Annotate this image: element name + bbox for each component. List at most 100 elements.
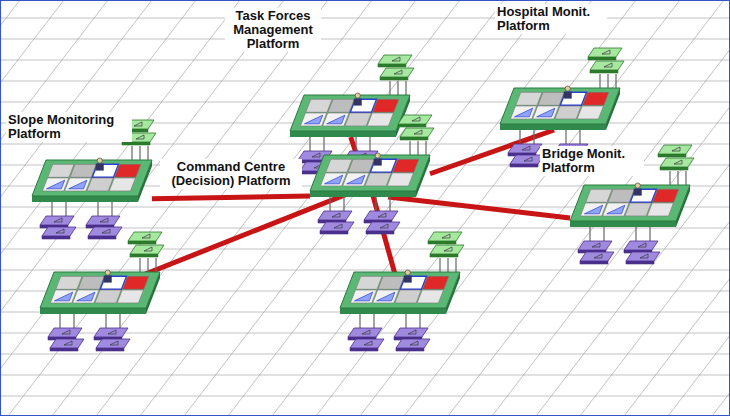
sensor-module (128, 241, 156, 244)
pin (389, 195, 390, 213)
platform-label: Hospital Monit. Platform (495, 4, 607, 34)
platform-slab (310, 155, 430, 191)
cell-triangle (327, 115, 345, 124)
actuator-module (394, 328, 428, 337)
pin (111, 200, 112, 218)
platform-cell (326, 159, 352, 172)
platform-slab-front (290, 131, 396, 137)
platform-cell (577, 106, 603, 119)
sensor-module (658, 154, 686, 157)
platform-cell (647, 203, 673, 216)
link-tube (152, 196, 310, 199)
platform-slab-front (32, 196, 138, 202)
grid-line (272, 0, 592, 416)
pin (309, 135, 310, 153)
pin (419, 312, 420, 330)
cell-triangle (54, 292, 72, 301)
pin (649, 225, 650, 243)
platform-cell (395, 290, 421, 303)
actuator-module (50, 348, 78, 351)
platform-slab-front (340, 308, 446, 314)
platform-cell (95, 290, 121, 303)
platform-node: Hospital Monit. Platform (500, 88, 620, 130)
actuator-module (350, 339, 384, 348)
actuator-module (42, 236, 70, 239)
platform-cell (533, 106, 559, 119)
sensor-module-mark (144, 247, 152, 251)
actuator-module-mark (100, 218, 108, 222)
actuator-module (42, 227, 76, 236)
sensor-module (660, 158, 694, 167)
sensor-module-mark (136, 135, 144, 139)
pin (375, 195, 376, 213)
platform-cell (625, 203, 651, 216)
platform-cell (630, 189, 656, 202)
sensor-module-mark (674, 160, 682, 164)
platform-cell (65, 178, 91, 191)
actuator-module (626, 261, 654, 264)
actuator-module-mark (594, 254, 602, 258)
actuator-module (508, 144, 542, 153)
platform-cell (387, 173, 413, 186)
sensor-module (590, 70, 618, 73)
grid-line (0, 0, 108, 416)
grid-line (0, 0, 20, 416)
cell-triangle (584, 205, 602, 214)
grid-line (492, 0, 730, 416)
sensor-module (380, 68, 414, 77)
sensor-module (380, 77, 408, 80)
platform-node: Bridge Monit. Platform (570, 185, 690, 227)
grid-line (0, 0, 240, 416)
operator-figure (405, 270, 410, 275)
platform-slab-front (310, 191, 416, 197)
platform-cell (323, 113, 349, 126)
cell-triangle (607, 205, 625, 214)
sensor-module-mark (142, 234, 150, 238)
operator-figure (375, 153, 380, 158)
platform-cell (50, 290, 76, 303)
platform-cell (56, 276, 82, 289)
platform-cell (42, 178, 68, 191)
platform-cell (603, 203, 629, 216)
grid-line (52, 0, 372, 416)
actuator-module-mark (524, 157, 532, 161)
grid-line (0, 60, 730, 61)
grid-line (580, 0, 730, 416)
actuator-module (510, 155, 544, 164)
pin (369, 135, 370, 153)
actuator-module (50, 339, 84, 348)
pin (579, 128, 580, 146)
platform-cell (345, 113, 371, 126)
platform-node: Slope Monitoring Platform (32, 160, 152, 202)
platform-cell (365, 173, 391, 186)
pin (329, 195, 330, 213)
platform-label: Task Forces Management Platform (225, 8, 321, 52)
actuator-module (318, 211, 352, 220)
platform-cell (393, 159, 419, 172)
platform-cell (367, 113, 393, 126)
sensor-module (122, 142, 150, 145)
sensor-module (590, 61, 624, 70)
pin (405, 312, 406, 330)
link-tube (430, 130, 554, 174)
actuator-module (88, 236, 116, 239)
actuator-module-mark (410, 341, 418, 345)
pin (65, 200, 66, 218)
platform-cell (87, 178, 113, 191)
actuator-module (94, 328, 128, 337)
grid-line (184, 0, 504, 416)
actuator-module-mark (334, 224, 342, 228)
platform-cell (510, 106, 536, 119)
actuator-module-mark (522, 146, 530, 150)
platform-label: Slope Monitoring Platform (6, 112, 132, 142)
platform-cell (586, 189, 612, 202)
platform-label: Bridge Monit. Platform (540, 146, 644, 176)
platform-drawing (290, 105, 460, 245)
cell-triangle (77, 292, 95, 301)
grid-line (0, 18, 730, 19)
pin (119, 312, 120, 330)
pin (343, 195, 344, 213)
operator-figure (404, 276, 412, 283)
pin (59, 312, 60, 330)
actuator-module (320, 231, 348, 234)
